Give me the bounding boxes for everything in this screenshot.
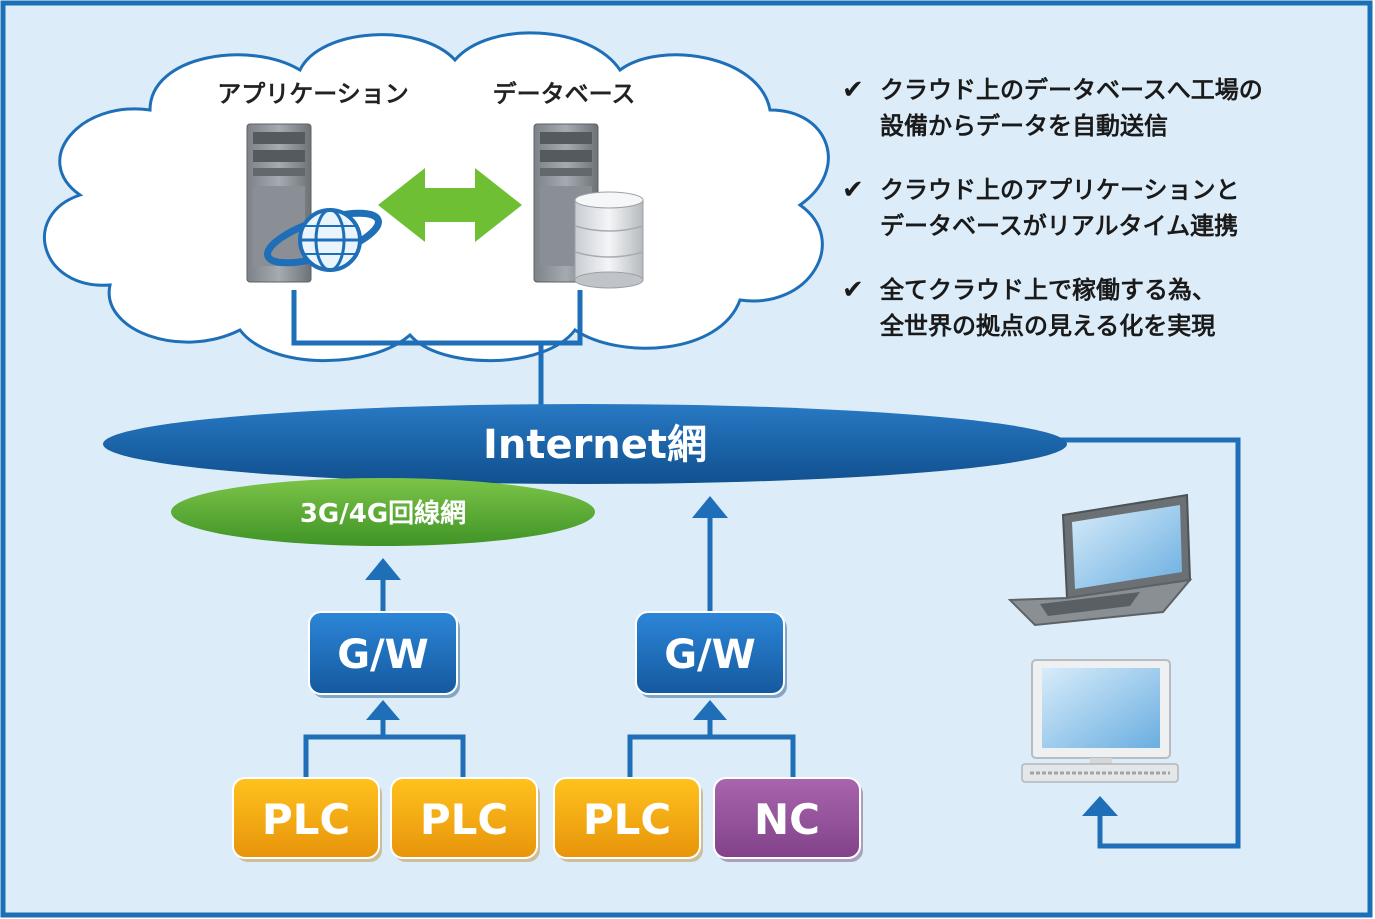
mobile-network-label: 3G/4G回線網 [300, 498, 466, 529]
feature-3-check-icon: ✔ [842, 275, 864, 305]
feature-3-line-2: 全世界の拠点の見える化を実現 [879, 312, 1215, 340]
gateway-2-label: G/W [664, 632, 756, 678]
gw1-uplink-arrow [365, 558, 401, 580]
gateway-1: G/W [308, 611, 460, 698]
server-connection-line [291, 290, 583, 346]
gw2-uplink-arrow [692, 496, 728, 518]
sync-double-arrow [378, 168, 522, 242]
feature-1-line-2: 設備からデータを自動送信 [880, 112, 1168, 140]
plc-device-3-label: PLC [583, 795, 671, 844]
feature-2-line-1: クラウド上のアプリケーションと [880, 176, 1240, 204]
feature-2-line-2: データベースがリアルタイム連携 [880, 212, 1238, 240]
gw2-device-arrow [693, 700, 727, 720]
nc-device-label: NC [754, 795, 820, 844]
feature-1-check-icon: ✔ [842, 75, 864, 105]
feature-list: ✔ クラウド上のデータベースへ工場の 設備からデータを自動送信 ✔ クラウド上の… [842, 75, 1263, 340]
gateway-2: G/W [635, 611, 787, 698]
plc-device-2: PLC [390, 777, 540, 862]
globe-icon [264, 208, 382, 272]
mobile-network-ellipse [171, 478, 595, 546]
laptop-icon [1007, 493, 1193, 627]
gw1-device-arrow [366, 700, 400, 720]
plc-device-1-label: PLC [262, 795, 350, 844]
feature-2-check-icon: ✔ [842, 175, 864, 205]
application-label: アプリケーション [217, 80, 409, 108]
pc-arrow-head [1082, 796, 1118, 816]
plc-device-2-label: PLC [420, 795, 508, 844]
plc-device-1: PLC [232, 777, 382, 862]
feature-1-line-1: クラウド上のデータベースへ工場の [880, 76, 1263, 104]
feature-3-line-1: 全てクラウド上で稼働する為、 [879, 276, 1216, 304]
database-label: データベース [493, 80, 636, 108]
nc-device: NC [713, 777, 863, 862]
gateway-1-label: G/W [337, 632, 429, 678]
desktop-pc-icon [1021, 659, 1179, 783]
internet-to-pc-line [1060, 437, 1241, 849]
application-server-icon [246, 123, 312, 283]
plc-device-3: PLC [553, 777, 703, 862]
database-cylinder-icon [574, 191, 644, 289]
internet-network-label: Internet網 [483, 422, 707, 468]
internet-network-ellipse [103, 404, 1067, 484]
